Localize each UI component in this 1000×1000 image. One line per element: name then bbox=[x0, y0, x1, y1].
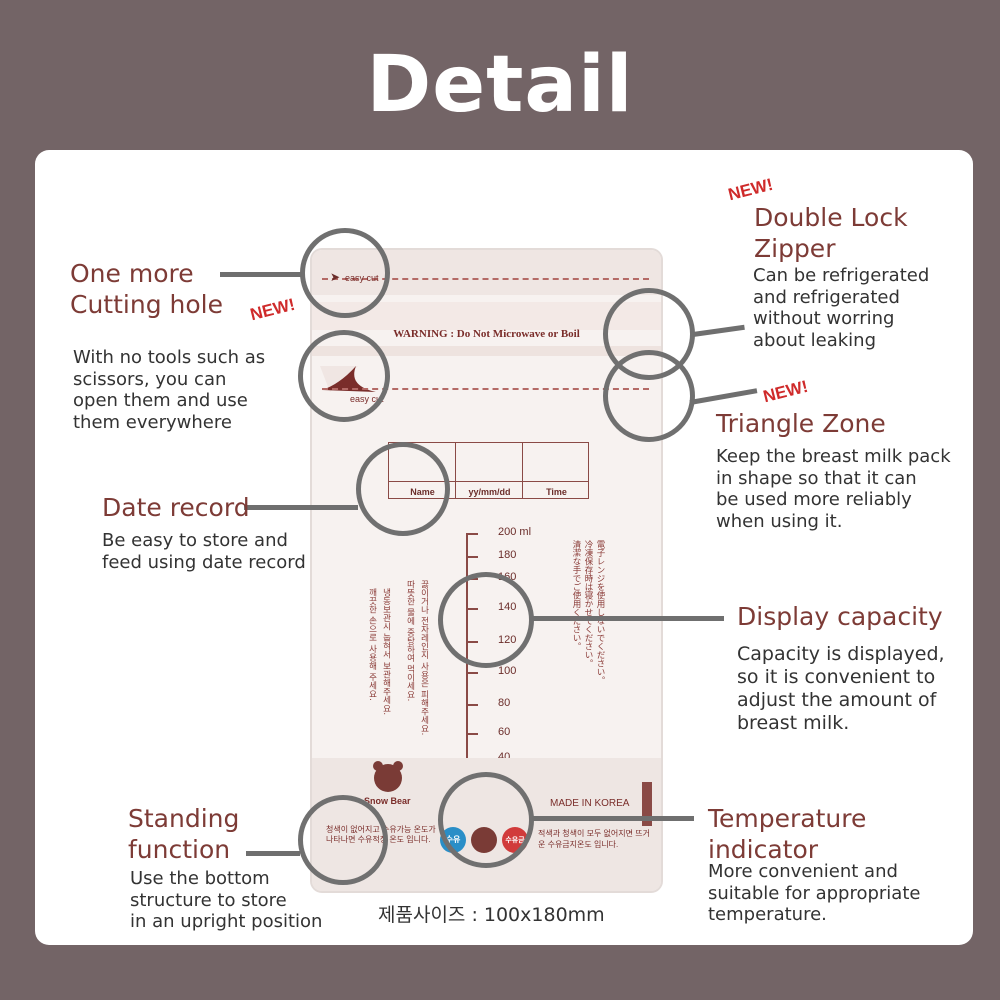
connector-line bbox=[246, 851, 300, 856]
korean-instruction: 냉동보관시 눕혀서 보관해주세요. bbox=[381, 588, 391, 716]
date-record-heading: Date record bbox=[102, 493, 250, 522]
korean-instruction: 따뜻한 물에 중탕하여 먹이세요. bbox=[405, 580, 415, 702]
color-bar bbox=[642, 782, 652, 826]
korean-instruction: 끓이거나 전자레인지 사용은 피해주세요. bbox=[419, 580, 429, 736]
highlight-circle-capacity bbox=[438, 572, 534, 668]
highlight-circle-easy-cut bbox=[298, 330, 390, 422]
zipper-description: Can be refrigerated and refrigerated wit… bbox=[753, 265, 930, 351]
connector-line bbox=[530, 616, 724, 621]
date-record-description: Be easy to store and feed using date rec… bbox=[102, 530, 306, 573]
highlight-circle-cutting-hole bbox=[300, 228, 390, 318]
japanese-instruction: 電子レンジを使用しないでください。 bbox=[595, 540, 605, 685]
zipper-ridge bbox=[312, 346, 661, 356]
product-size: 제품사이즈 : 100x180mm bbox=[378, 904, 605, 926]
zipper-heading: Double Lock Zipper bbox=[754, 203, 908, 263]
capacity-description: Capacity is displayed, so it is convenie… bbox=[737, 643, 945, 734]
page-title: Detail bbox=[366, 40, 634, 130]
japanese-instruction: 清潔な手でご使用ください。 bbox=[571, 540, 581, 651]
bear-logo-icon bbox=[373, 761, 403, 792]
brand-name: Snow Bear bbox=[364, 796, 411, 806]
cutting-hole-description: With no tools such as scissors, you can … bbox=[73, 347, 266, 433]
connector-line bbox=[532, 816, 694, 821]
highlight-circle-temperature bbox=[438, 772, 534, 868]
scale-label: 80 bbox=[498, 697, 511, 709]
warning-text: WARNING : Do Not Microwave or Boil bbox=[393, 328, 580, 340]
temperature-heading: Temperature indicator bbox=[708, 804, 867, 864]
japanese-instruction: 冷凍保存時は寝かせてください。 bbox=[583, 540, 593, 668]
table-header-date: yy/mm/dd bbox=[468, 487, 511, 497]
highlight-circle-triangle bbox=[603, 350, 695, 442]
cut-line-top bbox=[322, 278, 649, 280]
triangle-zone-description: Keep the breast milk pack in shape so th… bbox=[716, 446, 951, 532]
made-in-label: MADE IN KOREA bbox=[550, 798, 630, 809]
scale-label: 60 bbox=[498, 726, 511, 738]
connector-line bbox=[244, 505, 358, 510]
highlight-circle-date bbox=[356, 442, 450, 536]
indicator-note-right: 적색과 청색이 모두 없어지면 뜨거운 수유금지온도 입니다. bbox=[538, 829, 650, 849]
highlight-circle-standing bbox=[298, 795, 388, 885]
cutting-hole-heading: One more Cutting hole bbox=[70, 259, 223, 319]
standing-description: Use the bottom structure to store in an … bbox=[130, 868, 323, 932]
korean-instruction: 깨끗한 손으로 사용해 주세요. bbox=[367, 588, 377, 701]
table-header-time: Time bbox=[546, 487, 567, 497]
scale-label: 100 bbox=[498, 665, 517, 677]
capacity-heading: Display capacity bbox=[737, 602, 943, 631]
standing-heading: Standing function bbox=[128, 804, 240, 864]
connector-line bbox=[220, 272, 302, 277]
scale-label: 180 bbox=[498, 549, 517, 561]
scale-label: 200 ml bbox=[498, 526, 532, 538]
triangle-zone-heading: Triangle Zone bbox=[716, 409, 886, 438]
temperature-description: More convenient and suitable for appropr… bbox=[708, 861, 921, 925]
cut-line-bottom bbox=[322, 388, 649, 390]
